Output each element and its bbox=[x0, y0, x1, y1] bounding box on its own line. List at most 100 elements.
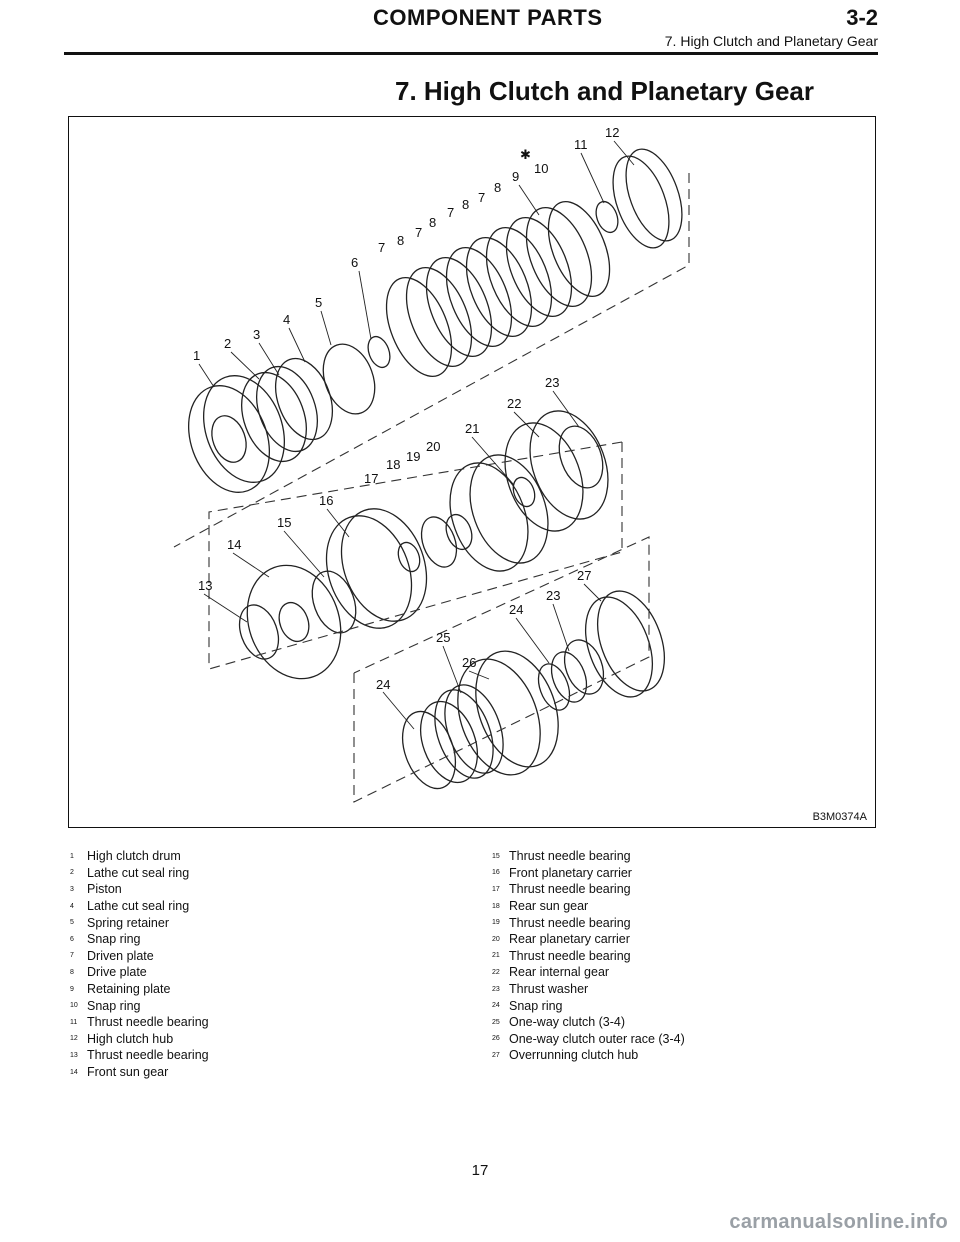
part-front-planetary-carrier bbox=[325, 508, 428, 629]
clutch-plates bbox=[385, 200, 611, 377]
callout-16: 16 bbox=[319, 493, 333, 508]
callout-8a: 8 bbox=[397, 233, 404, 248]
callout-27: 27 bbox=[577, 568, 591, 583]
callout-22: 22 bbox=[507, 396, 521, 411]
legend-item: 17 Thrust needle bearing bbox=[492, 881, 685, 898]
legend-item: 2 Lathe cut seal ring bbox=[70, 865, 209, 882]
callout-asterisk: ✱ bbox=[520, 147, 531, 162]
legend-number: 17 bbox=[492, 885, 500, 893]
legend-text: Lathe cut seal ring bbox=[87, 865, 190, 880]
legend-number: 10 bbox=[70, 1002, 78, 1010]
callout-7b: 7 bbox=[415, 225, 422, 240]
legend-number: 23 bbox=[492, 985, 500, 993]
legend-item: 9 Retaining plate bbox=[70, 981, 209, 998]
callout-4: 4 bbox=[283, 312, 290, 327]
legend-number: 5 bbox=[70, 919, 74, 927]
legend-number: 1 bbox=[70, 852, 74, 860]
callout-6: 6 bbox=[351, 255, 358, 270]
legend-text: One-way clutch (3-4) bbox=[509, 1015, 626, 1030]
legend-number: 9 bbox=[70, 985, 74, 993]
legend-item: 11 Thrust needle bearing bbox=[70, 1014, 209, 1031]
legend-number: 3 bbox=[70, 885, 74, 893]
legend-number: 7 bbox=[70, 952, 74, 960]
callout-25: 25 bbox=[436, 630, 450, 645]
figure-code: B3M0374A bbox=[812, 811, 867, 823]
legend-text: Snap ring bbox=[87, 932, 141, 947]
exploded-view-drawing: 1 2 3 4 5 6 7 8 7 8 7 8 7 8 9 ✱ 10 11 12… bbox=[173, 125, 690, 803]
legend-text: Thrust needle bearing bbox=[509, 882, 631, 897]
legend-item: 23 Thrust washer bbox=[492, 981, 685, 998]
callout-19: 19 bbox=[406, 449, 420, 464]
callout-23a: 23 bbox=[545, 375, 559, 390]
legend-number: 22 bbox=[492, 968, 500, 976]
legend-item: 10 Snap ring bbox=[70, 997, 209, 1014]
legend-text: Thrust washer bbox=[509, 982, 589, 997]
legend-number: 14 bbox=[70, 1068, 78, 1076]
page-number: 17 bbox=[471, 1162, 489, 1179]
legend-number: 24 bbox=[492, 1002, 500, 1010]
callout-21: 21 bbox=[465, 421, 479, 436]
callout-5: 5 bbox=[315, 295, 322, 310]
legend-number: 26 bbox=[492, 1035, 500, 1043]
legend-text: Thrust needle bearing bbox=[509, 849, 631, 864]
callout-7c: 7 bbox=[447, 205, 454, 220]
callout-8d: 8 bbox=[494, 180, 501, 195]
legend-text: Thrust needle bearing bbox=[509, 948, 631, 963]
callout-26: 26 bbox=[462, 655, 476, 670]
legend-text: Retaining plate bbox=[87, 982, 171, 997]
callout-7a: 7 bbox=[378, 240, 385, 255]
part-rear-planetary-carrier bbox=[449, 454, 549, 572]
legend-text: Front sun gear bbox=[87, 1065, 169, 1080]
legend-text: Front planetary carrier bbox=[509, 865, 632, 880]
callout-11: 11 bbox=[574, 137, 588, 152]
callout-23b: 23 bbox=[546, 588, 560, 603]
callout-3: 3 bbox=[253, 327, 260, 342]
legend-number: 13 bbox=[70, 1051, 78, 1059]
callout-17: 17 bbox=[364, 471, 378, 486]
callout-9: 9 bbox=[512, 169, 519, 184]
legend-text: Thrust needle bearing bbox=[87, 1015, 209, 1030]
legend-text: Snap ring bbox=[87, 998, 141, 1013]
legend-text: Overrunning clutch hub bbox=[509, 1048, 639, 1063]
callout-8b: 8 bbox=[429, 215, 436, 230]
part-one-way-clutch bbox=[434, 684, 504, 779]
legend-text: Thrust needle bearing bbox=[87, 1048, 209, 1063]
legend-number: 16 bbox=[492, 869, 500, 877]
legend-number: 25 bbox=[492, 1018, 500, 1026]
callout-20: 20 bbox=[426, 439, 440, 454]
legend-item: 27 Overrunning clutch hub bbox=[492, 1047, 685, 1064]
legend-number: 27 bbox=[492, 1051, 500, 1059]
legend-text: Piston bbox=[87, 882, 122, 897]
part-front-sun-gear bbox=[246, 564, 342, 680]
callout-8c: 8 bbox=[462, 197, 469, 212]
legend-number: 11 bbox=[70, 1018, 78, 1026]
legend-text: Lathe cut seal ring bbox=[87, 899, 190, 914]
legend-text: One-way clutch outer race (3-4) bbox=[509, 1031, 685, 1046]
legend-number: 2 bbox=[70, 869, 74, 877]
callout-15: 15 bbox=[277, 515, 291, 530]
header-section-title: COMPONENT PARTS bbox=[373, 5, 603, 30]
legend-number: 12 bbox=[70, 1035, 78, 1043]
callout-24a: 24 bbox=[376, 677, 390, 692]
legend-item: 3 Piston bbox=[70, 881, 209, 898]
header-rule bbox=[64, 52, 878, 55]
part-overrunning-clutch-hub bbox=[585, 590, 665, 698]
legend-text: Thrust needle bearing bbox=[509, 915, 631, 930]
legend-text: Rear planetary carrier bbox=[509, 932, 630, 947]
callout-2: 2 bbox=[224, 336, 231, 351]
